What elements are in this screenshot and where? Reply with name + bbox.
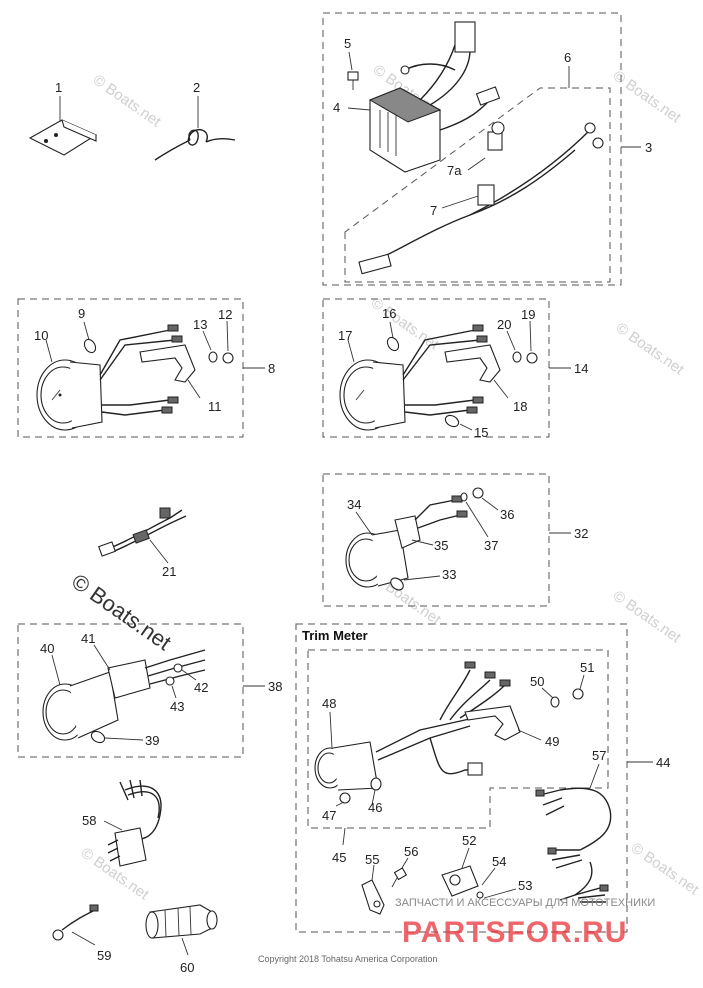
callout-47: 47	[322, 808, 336, 823]
callout-49: 49	[545, 734, 559, 749]
callout-7a: 7a	[447, 163, 462, 178]
watermark: © Boats.net	[610, 587, 685, 646]
callout-10: 10	[34, 328, 48, 343]
bulb-part	[386, 336, 460, 428]
callout-35: 35	[434, 538, 448, 553]
callout-16: 16	[382, 306, 396, 321]
callout-43: 43	[170, 699, 184, 714]
washer-part	[208, 351, 234, 364]
callout-41: 41	[81, 631, 95, 646]
screw-part	[391, 867, 408, 888]
callout-39: 39	[145, 733, 159, 748]
copyright-text: Copyright 2018 Tohatsu America Corporati…	[258, 954, 437, 964]
group-box-44	[295, 623, 628, 933]
meter-gauge	[339, 324, 488, 431]
group-box-38	[17, 623, 244, 758]
callout-12: 12	[218, 307, 232, 322]
callout-50: 50	[530, 674, 544, 689]
callout-8: 8	[268, 361, 275, 376]
lead-wire-part	[98, 507, 187, 557]
tachometer-gauge	[36, 324, 183, 431]
callout-7: 7	[430, 203, 437, 218]
callout-18: 18	[513, 399, 527, 414]
bracket-part	[444, 344, 501, 383]
callout-51: 51	[580, 660, 594, 675]
parts-banner-top: ЗАПЧАСТИ И АКСЕССУАРЫ ДЛЯ МОТОТЕХНИКИ	[395, 897, 655, 909]
group-box-3	[322, 12, 622, 286]
callout-20: 20	[497, 317, 511, 332]
callout-58: 58	[82, 813, 96, 828]
ground-wire-part	[52, 904, 99, 941]
hose-fitting-part	[145, 904, 218, 939]
callout-4: 4	[333, 100, 340, 115]
callout-34: 34	[347, 497, 361, 512]
callout-46: 46	[368, 800, 382, 815]
callout-9: 9	[78, 306, 85, 321]
callout-3: 3	[645, 140, 652, 155]
callout-45: 45	[332, 850, 346, 865]
callout-1: 1	[55, 80, 62, 95]
callout-14: 14	[574, 361, 588, 376]
clamp-part	[361, 879, 385, 915]
callout-44: 44	[656, 755, 670, 770]
callout-37: 37	[484, 538, 498, 553]
bulb-part	[83, 338, 97, 354]
callout-60: 60	[180, 960, 194, 975]
trim-meter-title: Trim Meter	[302, 628, 368, 643]
callout-36: 36	[500, 507, 514, 522]
callout-55: 55	[365, 852, 379, 867]
group-box-45	[307, 649, 609, 829]
regulator-part	[368, 21, 501, 173]
group-box-6	[344, 87, 611, 283]
callout-56: 56	[404, 844, 418, 859]
callout-53: 53	[518, 878, 532, 893]
callout-32: 32	[574, 526, 588, 541]
callout-59: 59	[97, 948, 111, 963]
callout-42: 42	[194, 680, 208, 695]
callout-40: 40	[40, 641, 54, 656]
bracket-part	[464, 705, 521, 741]
bracket-part	[139, 344, 196, 383]
meter-gauge	[42, 649, 206, 741]
callout-52: 52	[462, 833, 476, 848]
watermarks: © Boats.net © Boats.net © Boats.net © Bo…	[78, 61, 703, 903]
meter-gauge	[345, 495, 468, 588]
bulb-part	[390, 577, 404, 591]
callout-33: 33	[442, 567, 456, 582]
callout-38: 38	[268, 679, 282, 694]
spring-wire-part	[154, 128, 236, 161]
sender-part	[441, 865, 484, 899]
parts-banner: PARTSFOR.RU	[402, 916, 627, 949]
callout-19: 19	[521, 307, 535, 322]
wire-harness-part	[358, 121, 604, 275]
connector-harness-part	[107, 779, 162, 867]
callout-6: 6	[564, 50, 571, 65]
callout-21: 21	[162, 564, 176, 579]
bolt-part	[347, 71, 359, 90]
callout-17: 17	[338, 328, 352, 343]
trim-harness-part	[535, 787, 612, 903]
callout-48: 48	[322, 696, 336, 711]
group-box-32	[322, 473, 550, 607]
callout-57: 57	[592, 748, 606, 763]
washer-part	[550, 688, 584, 708]
callout-5: 5	[344, 36, 351, 51]
fuse-part	[28, 119, 98, 156]
watermark: © Boats.net	[613, 319, 688, 378]
bulb-part	[90, 730, 106, 744]
callout-11: 11	[208, 399, 222, 414]
washer-part	[460, 487, 484, 502]
bulb-part	[339, 777, 382, 804]
callout-15: 15	[474, 425, 488, 440]
washer-part	[165, 663, 183, 686]
washer-part	[512, 351, 538, 364]
callout-2: 2	[193, 80, 200, 95]
trim-meter-gauge	[314, 661, 511, 791]
watermark: © Boats.net	[628, 839, 703, 898]
watermark: © Boats.net	[90, 71, 165, 130]
callout-13: 13	[193, 317, 207, 332]
callout-54: 54	[492, 854, 506, 869]
